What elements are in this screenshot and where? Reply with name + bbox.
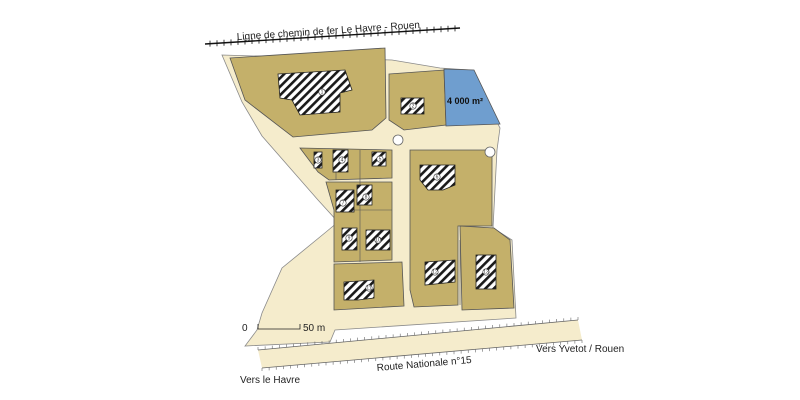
building-number-marker <box>318 88 326 96</box>
route-nationale-edge-bottom <box>261 339 583 369</box>
to-yvetot-label: Vers Yvetot / Rouen <box>536 344 624 355</box>
scale-start-label: 0 <box>242 323 248 334</box>
railway-line <box>204 25 461 47</box>
building-number-label: 9 <box>348 236 351 242</box>
building-number-marker <box>365 284 373 292</box>
building-number-marker <box>345 234 353 242</box>
building-number-label: 8 <box>365 195 368 201</box>
building-number-marker <box>338 156 346 164</box>
building-number-label: 11 <box>366 286 371 292</box>
scale-end-label: 50 m <box>303 323 325 334</box>
road-ticks <box>257 317 583 371</box>
route-nationale-band <box>258 320 582 368</box>
building-number-marker <box>409 102 417 110</box>
roundabout-north <box>392 134 404 146</box>
building-number-marker <box>482 268 490 276</box>
building-number-marker <box>433 173 441 181</box>
building-number-label: 5 <box>379 157 382 163</box>
building-number-marker <box>376 155 384 163</box>
building-number-label: 2 <box>412 104 415 110</box>
building-11 <box>343 279 375 301</box>
building-number-label: 1 <box>321 90 324 96</box>
to-le-havre-label: Vers le Havre <box>240 375 300 386</box>
building-number-marker <box>431 268 439 276</box>
railway-label: Ligne de chemin de fer Le Havre - Rouen <box>236 20 420 43</box>
building-number-marker <box>339 199 347 207</box>
building-number-marker <box>314 156 322 164</box>
building-number-label: 10 <box>375 238 381 244</box>
scale-bar: 0 50 m <box>242 323 325 334</box>
building-number-label: 4 <box>341 158 344 164</box>
building-1 <box>277 69 353 116</box>
route-nationale-label: Route Nationale n°15 <box>376 355 472 374</box>
building-number-label: 7 <box>342 201 345 207</box>
roundabout-east <box>484 146 496 158</box>
building-number-label: 12 <box>432 270 438 276</box>
building-number-marker <box>362 193 370 201</box>
building-number-label: 6 <box>436 175 439 181</box>
route-nationale-edge-top <box>257 319 579 351</box>
highlight-area-label: 4 000 m² <box>447 96 483 106</box>
plot-highlight <box>443 68 501 127</box>
building-number-label: 13 <box>483 270 489 276</box>
building-number-label: 3 <box>317 158 320 164</box>
building-number-marker <box>374 236 382 244</box>
building-12 <box>424 259 456 286</box>
